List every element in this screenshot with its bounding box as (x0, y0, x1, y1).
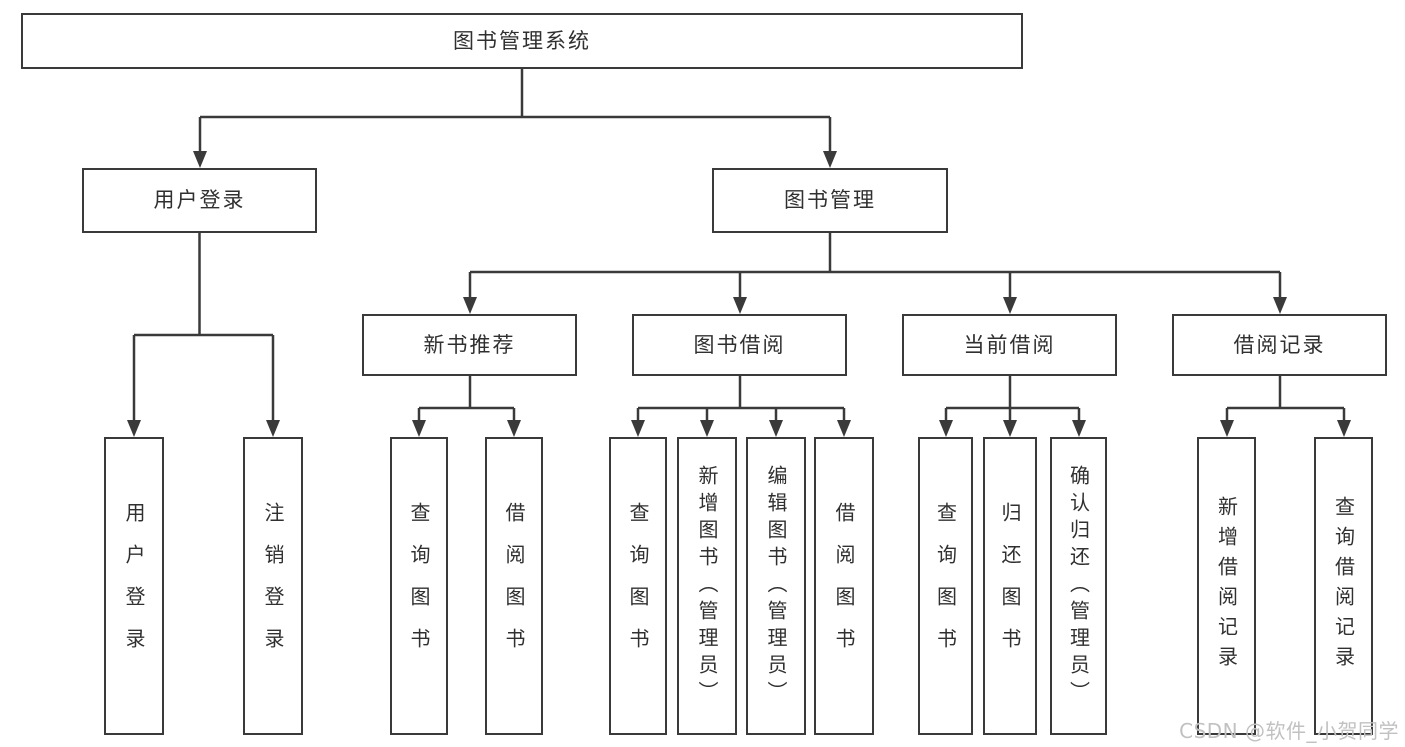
leaf-borrow-books-recommend-label: 借阅图书 (502, 502, 526, 670)
leaf-borrow-books: 借阅图书 (814, 437, 874, 735)
leaf-add-book-admin-label: 新增图书（管理员） (695, 464, 719, 708)
node-borrow-records: 借阅记录 (1172, 314, 1387, 376)
leaf-user-login-label: 用户登录 (122, 502, 146, 670)
leaf-user-login: 用户登录 (104, 437, 164, 735)
node-root: 图书管理系统 (21, 13, 1023, 69)
node-current-borrow: 当前借阅 (902, 314, 1117, 376)
leaf-query-borrow-record-label: 查询借阅记录 (1331, 496, 1356, 676)
leaf-query-books-recommend: 查询图书 (390, 437, 448, 735)
node-root-label: 图书管理系统 (453, 28, 591, 53)
leaf-query-books-current: 查询图书 (918, 437, 973, 735)
node-new-book-recommend: 新书推荐 (362, 314, 577, 376)
node-user-login-label: 用户登录 (153, 188, 246, 212)
leaf-add-borrow-record: 新增借阅记录 (1197, 437, 1256, 735)
node-user-login: 用户登录 (82, 168, 317, 233)
node-book-borrow-label: 图书借阅 (693, 332, 786, 357)
node-borrow-records-label: 借阅记录 (1233, 332, 1326, 357)
leaf-borrow-books-label: 借阅图书 (832, 502, 856, 670)
node-new-book-recommend-label: 新书推荐 (423, 332, 516, 357)
leaf-return-book-label: 归还图书 (998, 502, 1022, 670)
leaf-edit-book-admin: 编辑图书（管理员） (746, 437, 806, 735)
leaf-add-book-admin: 新增图书（管理员） (677, 437, 737, 735)
leaf-logout-label: 注销登录 (261, 502, 285, 670)
leaf-logout: 注销登录 (243, 437, 303, 735)
node-current-borrow-label: 当前借阅 (963, 332, 1056, 357)
leaf-query-books-recommend-label: 查询图书 (407, 502, 431, 670)
node-book-management: 图书管理 (712, 168, 948, 233)
leaf-return-book: 归还图书 (983, 437, 1037, 735)
leaf-confirm-return-admin-label: 确认归还（管理员） (1066, 464, 1091, 708)
leaf-query-borrow-record: 查询借阅记录 (1314, 437, 1373, 735)
node-book-borrow: 图书借阅 (632, 314, 847, 376)
leaf-confirm-return-admin: 确认归还（管理员） (1050, 437, 1107, 735)
leaf-query-books-borrow: 查询图书 (609, 437, 667, 735)
leaf-edit-book-admin-label: 编辑图书（管理员） (764, 464, 788, 708)
leaf-borrow-books-recommend: 借阅图书 (485, 437, 543, 735)
leaf-add-borrow-record-label: 新增借阅记录 (1214, 496, 1239, 676)
node-book-management-label: 图书管理 (784, 188, 876, 212)
leaf-query-books-current-label: 查询图书 (933, 502, 958, 670)
leaf-query-books-borrow-label: 查询图书 (626, 502, 650, 670)
watermark: CSDN @软件_小贺同学 (1179, 719, 1399, 743)
